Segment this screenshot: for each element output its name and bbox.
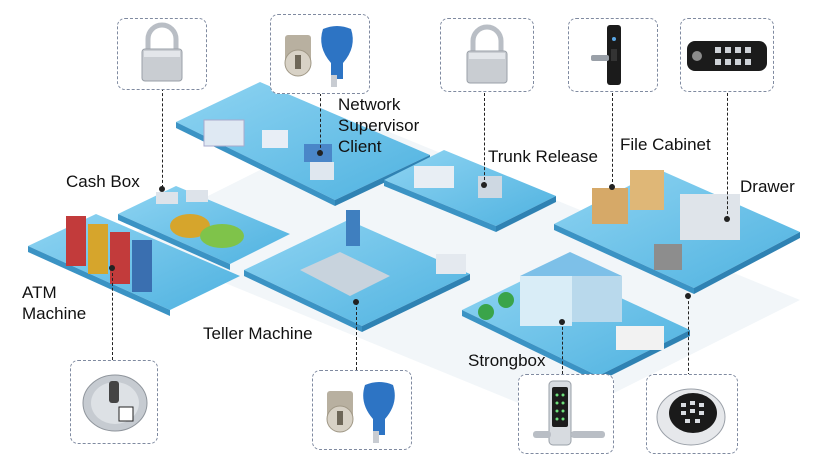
teller-machine-product-box	[312, 370, 412, 450]
leader-dot-drawer	[724, 216, 730, 222]
trunk-release-product-box	[440, 18, 534, 92]
leader-dot-strongbox-dial	[685, 293, 691, 299]
leader-dot-teller	[353, 299, 359, 305]
label-strongbox: Strongbox	[468, 351, 546, 370]
teller-platform	[244, 210, 470, 332]
leader-line-atm	[112, 268, 113, 360]
leader-dot-network-supervisor	[317, 150, 323, 156]
leader-dot-trunk-release	[481, 182, 487, 188]
leader-line-teller	[356, 302, 357, 370]
leader-line-drawer	[727, 93, 728, 219]
strongbox-product-box	[518, 374, 614, 454]
label-atm-machine-line-2: Machine	[22, 304, 87, 323]
network-supervisor-platform	[176, 82, 430, 206]
file-cabinet-product-box	[568, 18, 658, 92]
label-cash-box: Cash Box	[66, 172, 140, 191]
drawer-product-box	[680, 18, 774, 92]
leader-dot-cash-box	[159, 186, 165, 192]
label-file-cabinet: File Cabinet	[620, 135, 711, 154]
leader-line-strongbox	[562, 322, 563, 374]
leader-line-file-cabinet	[612, 93, 613, 187]
strongbox-platform	[462, 252, 690, 382]
cam-lock-with-key-icon	[284, 26, 353, 87]
cam-lock-with-key-icon	[326, 382, 395, 443]
label-drawer: Drawer	[740, 177, 795, 196]
leader-line-trunk-release	[484, 93, 485, 185]
file-cabinet-platform	[554, 170, 800, 294]
label-teller-machine: Teller Machine	[203, 324, 313, 343]
strongbox-dial-product-box	[646, 374, 738, 454]
label-atm-machine: ATM Machine	[22, 282, 86, 324]
atm-machine-product-box	[70, 360, 158, 444]
leader-dot-strongbox	[559, 319, 565, 325]
label-atm-machine-line-1: ATM	[22, 283, 57, 302]
cash-box-platform	[118, 186, 290, 270]
leader-dot-file-cabinet	[609, 184, 615, 190]
leader-dot-atm	[109, 265, 115, 271]
keypad-cabinet-lock-icon	[687, 41, 767, 71]
padlock-icon	[141, 22, 183, 82]
leader-line-strongbox-dial	[688, 296, 689, 376]
label-network-supervisor-line-2: Supervisor	[338, 116, 420, 135]
trunk-release-platform	[384, 150, 556, 232]
leader-line-network-supervisor	[320, 93, 321, 153]
round-keypad-safe-lock-icon	[656, 388, 726, 446]
leader-line-cash-box	[162, 88, 163, 188]
label-trunk-release: Trunk Release	[488, 147, 598, 166]
electronic-keypad-lock-icon	[591, 25, 621, 85]
label-network-supervisor-line-1: Network	[338, 95, 401, 114]
padlock-icon	[466, 24, 508, 84]
atm-platform	[28, 214, 240, 316]
label-network-supervisor: Network Supervisor Client	[338, 94, 419, 157]
cash-box-product-box	[117, 18, 207, 90]
keypad-handle-lock-icon	[533, 380, 605, 446]
round-electronic-lock-icon	[82, 374, 148, 432]
network-supervisor-product-box	[270, 14, 370, 94]
label-network-supervisor-line-3: Client	[338, 137, 382, 156]
